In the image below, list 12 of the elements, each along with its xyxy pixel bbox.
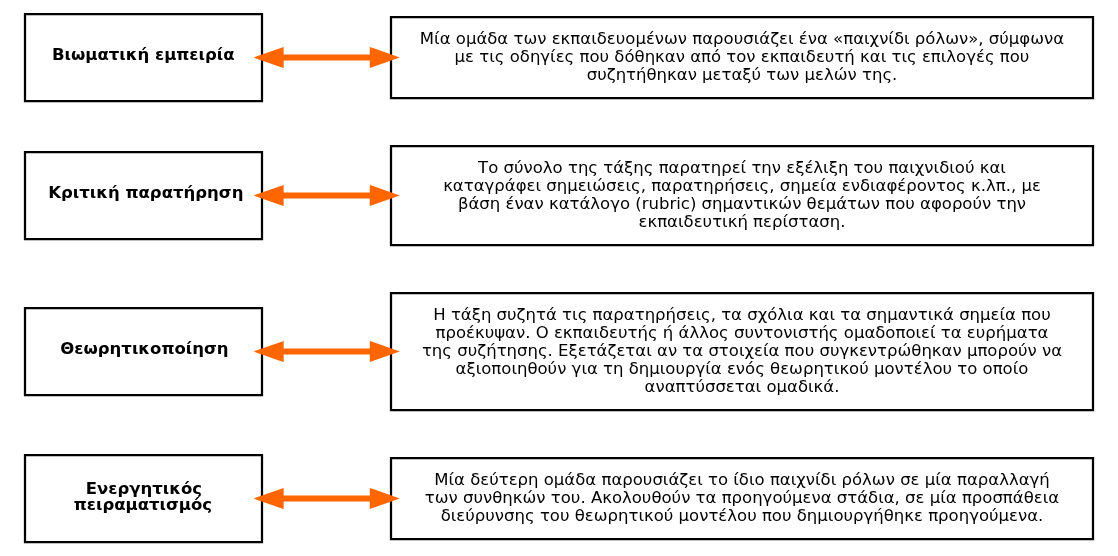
- arrow: [253, 46, 400, 69]
- node-box: Θεωρητικοποίηση: [23, 306, 264, 397]
- node-box: Μία δεύτερη ομάδα παρουσιάζει το ίδιο παιχνίδι ρόλων σε μία παραλλαγή των συνθηκών του. Ακολουθούν τα προηγούμενα στάδια, σε μία προσπάθεια διεύρυνσης του θεωρητικού μοντέλου που δημιουργήθηκε προηγούμενα.: [389, 456, 1095, 541]
- arrow: [253, 340, 400, 363]
- arrow: [253, 487, 400, 510]
- node-box: Η τάξη συζητά τις παρατηρήσεις, τα σχόλια και τα σημαντικά σημεία που προέκυψαν. Ο εκπαιδευτής ή άλλος συντονιστής ομαδοποιεί τα ευρήματα της συζήτησης. Εξετάζεται αν τα στοιχεία που συγκεντρώθηκαν μπορούν να αξιοποιηθούν για τη δημιουργία ενός θεωρητικού μοντέλου το οποίο αναπτύσσεται ομαδικά.: [389, 291, 1095, 412]
- arrow: [253, 184, 400, 207]
- node-box: Κριτική παρατήρηση: [23, 150, 264, 241]
- node-box: Μία ομάδα των εκπαιδευομένων παρουσιάζει ένα «παιχνίδι ρόλων», σύμφωνα με τις οδηγίες που δόθηκαν από τον εκπαιδευτή και τις επιλογές που συζητήθηκαν μεταξύ των μελών της.: [389, 15, 1095, 100]
- node-box: Το σύνολο της τάξης παρατηρεί την εξέλιξη του παιχνιδιού και καταγράφει σημειώσεις, παρατηρήσεις, σημεία ενδιαφέροντος κ.λπ., με βάση έναν κατάλογο (rubric) σημαντικών θεμάτων που αφορούν την εκπαιδευτική περίσταση.: [389, 144, 1095, 247]
- node-box: Βιωματική εμπειρία: [23, 12, 264, 103]
- node-box: Ενεργητικός πειραματισμός: [23, 453, 264, 544]
